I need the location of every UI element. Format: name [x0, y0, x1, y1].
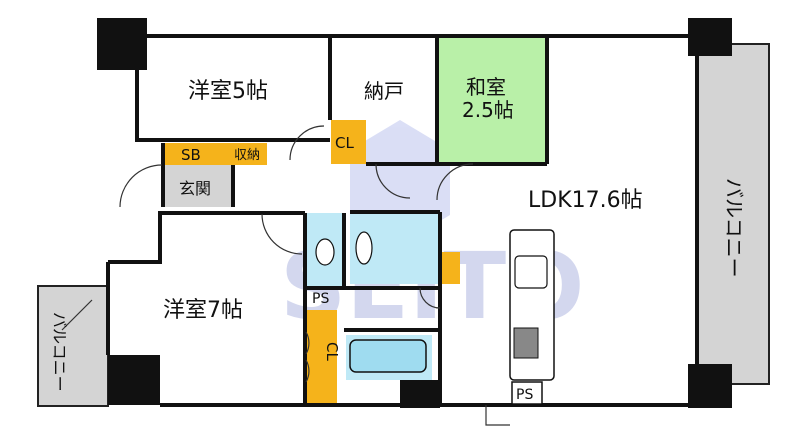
stove-icon [513, 327, 539, 359]
balcony-left [37, 285, 109, 407]
kitchen-counter [509, 229, 555, 381]
bathtub-icon [349, 339, 427, 373]
japanese-room-size-label: 2.5帖 [462, 98, 514, 122]
storage-small [231, 143, 267, 165]
ldk-label: LDK17.6帖 [528, 188, 643, 213]
sink-icon [514, 255, 548, 289]
toilet-icon [315, 238, 335, 266]
door-swings [61, 125, 510, 426]
closet-upper-label: CL [335, 134, 354, 152]
western-room-7-label: 洋室7帖 [163, 298, 243, 323]
balcony-right [696, 43, 770, 385]
closet-kitchen [442, 252, 460, 284]
ps-left-label: PS [312, 291, 329, 307]
ps-bottom-label: PS [516, 387, 533, 403]
closet-lower-label: CL [323, 342, 341, 361]
entrance-floor [163, 165, 233, 207]
japanese-room-label: 和室 [466, 75, 506, 99]
storage-label: 納戸 [364, 79, 404, 103]
closet-lower [307, 310, 337, 405]
storage-small-label: 収納 [234, 148, 260, 163]
columns [97, 18, 732, 408]
balcony-right-label: バルコニー [722, 178, 746, 278]
entrance-label: 玄関 [179, 179, 211, 198]
japanese-room-floor [437, 36, 547, 164]
western-room-5-label: 洋室5帖 [188, 79, 268, 104]
closet-upper [331, 120, 366, 164]
washbasin-icon [355, 231, 373, 265]
ps-bottom-box [511, 381, 543, 405]
balcony-left-label: バルコニー [50, 312, 69, 392]
walls [106, 34, 699, 407]
shoe-box [163, 143, 231, 165]
shoe-box-label: SB [181, 146, 201, 164]
